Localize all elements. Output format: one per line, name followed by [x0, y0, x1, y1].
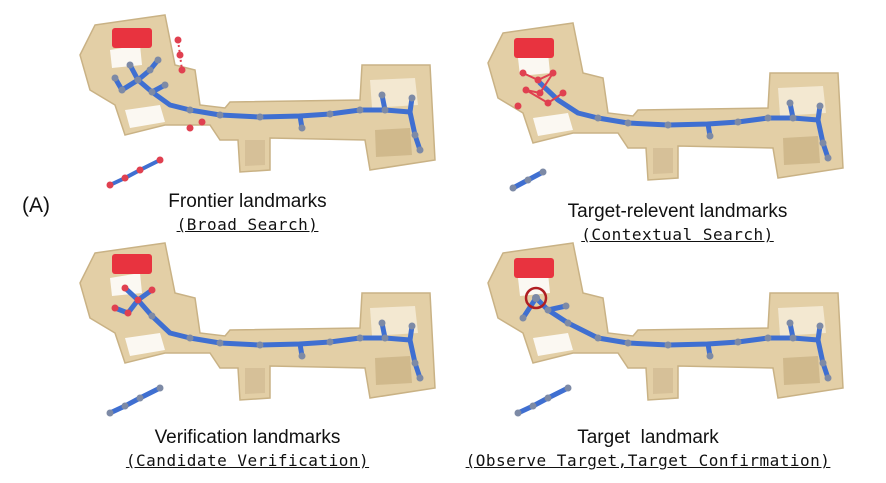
caption-title: Verification landmarks: [154, 427, 341, 448]
caption-subtitle: (Observe Target,Target Confirmation): [465, 451, 831, 470]
target-relevant-nodes: [514, 69, 567, 110]
floor-plan: [487, 22, 844, 181]
caption-verification: Verification landmarks (Candidate Verifi…: [100, 426, 395, 472]
target-object: [112, 28, 152, 48]
caption-frontier: Frontier landmarks (Broad Search): [120, 190, 375, 236]
caption-title: Target landmark: [577, 427, 719, 448]
target-object: [112, 254, 152, 274]
verification-nodes: [111, 284, 156, 317]
landmark-nodes: [111, 56, 424, 154]
landmark-nodes: [509, 99, 832, 192]
caption-target: Target landmark (Observe Target,Target C…: [428, 426, 868, 472]
caption-subtitle: (Contextual Search): [581, 225, 774, 244]
landmark-nodes: [106, 312, 424, 417]
target-object: [514, 258, 554, 278]
map-panel-target: [487, 242, 844, 417]
frontier-nodes: [106, 36, 206, 189]
caption-title: Frontier landmarks: [168, 191, 327, 212]
map-panel-verification: [79, 242, 436, 417]
caption-subtitle: (Broad Search): [176, 215, 319, 234]
landmark-nodes: [514, 302, 832, 417]
target-landmark-marker: [524, 286, 548, 310]
caption-subtitle: (Candidate Verification): [125, 451, 370, 470]
caption-target-relevant: Target-relevent landmarks (Contextual Se…: [530, 200, 825, 246]
map-panel-frontier: [79, 14, 436, 189]
target-object: [514, 38, 554, 58]
figure-label: (A): [22, 194, 50, 217]
caption-title: Target-relevent landmarks: [567, 201, 788, 222]
floor-plan: [79, 242, 436, 401]
map-panel-target-relevant: [487, 22, 844, 192]
